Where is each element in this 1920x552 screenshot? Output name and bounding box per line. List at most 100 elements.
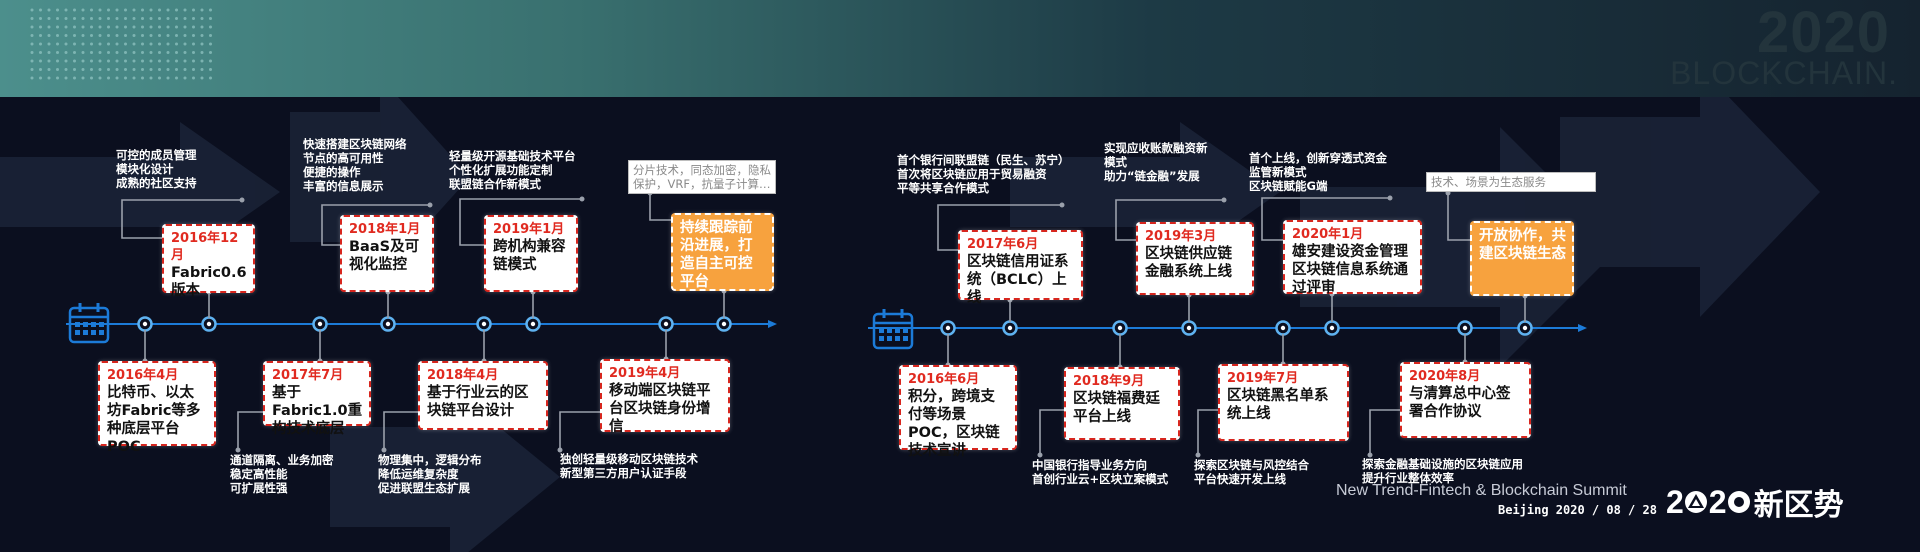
- dot: [115, 59, 119, 63]
- dot: [209, 76, 212, 80]
- timeline-node-core: [1117, 325, 1123, 331]
- dot: [107, 17, 110, 20]
- dot: [47, 25, 51, 29]
- milestone-2019-04: 2019年4月 移动端区块链平台区块链身份增信: [600, 359, 730, 435]
- dot: [183, 59, 187, 63]
- dot: [192, 68, 195, 71]
- connector-end: [579, 196, 585, 202]
- dot: [115, 34, 119, 37]
- dot: [81, 59, 85, 63]
- note-receivables: 实现应收账款融资新 模式 助力“链金融”发展: [1104, 141, 1208, 183]
- dot: [166, 59, 170, 63]
- timeline-node-core: [1329, 325, 1335, 331]
- calendar-cell: [903, 336, 908, 341]
- milestone-2019-07: 2019年7月 区块链黑名单系统上线: [1218, 364, 1349, 441]
- dot: [175, 34, 178, 37]
- dot: [149, 59, 153, 63]
- calendar-cell: [75, 330, 80, 335]
- dot: [192, 76, 195, 80]
- milestone-date: 2018年1月: [349, 222, 421, 237]
- milestone-text: 积分，跨境支付等场景POC，区块链技术宣讲: [908, 389, 1000, 459]
- calendar-cell: [91, 322, 96, 327]
- dot: [192, 59, 195, 63]
- dot: [149, 25, 153, 29]
- dot: [64, 17, 68, 20]
- connector-line: [1447, 193, 1470, 241]
- timeline-node-core: [1462, 325, 1468, 331]
- dot: [115, 25, 119, 29]
- dot: [132, 25, 136, 29]
- dot: [64, 76, 68, 80]
- calendar-cell: [895, 328, 900, 333]
- dot: [132, 8, 136, 12]
- dot: [107, 34, 110, 37]
- dot: [149, 51, 153, 54]
- dot: [183, 68, 187, 71]
- connector-end: [381, 447, 387, 453]
- dot: [141, 25, 144, 29]
- connector-end: [1367, 452, 1373, 458]
- dot: [73, 8, 76, 12]
- dot: [56, 25, 59, 29]
- note-mobile: 独创轻量级移动区块链技术 新型第三方用户认证手段: [560, 452, 698, 480]
- dot: [158, 17, 161, 20]
- dot: [98, 34, 102, 37]
- milestone-date: 2019年1月: [493, 222, 565, 237]
- connector-end: [427, 202, 433, 208]
- dot: [149, 68, 153, 71]
- connector-end: [1059, 202, 1065, 208]
- dot: [200, 76, 204, 80]
- dot: [39, 8, 42, 12]
- brand-logo: 2 2 新区势: [1666, 480, 1844, 524]
- dot: [73, 51, 76, 54]
- dot: [30, 17, 34, 20]
- connector-end: [235, 447, 241, 453]
- dot: [149, 34, 153, 37]
- milestone-text: 跨机构兼容链模式: [493, 239, 566, 273]
- note-channel: 通道隔离、业务加密 稳定高性能 可扩展性强: [230, 453, 334, 495]
- dot: [200, 17, 204, 20]
- dot: [107, 51, 110, 54]
- dot: [73, 68, 76, 71]
- dot: [98, 25, 102, 29]
- dot: [158, 68, 161, 71]
- milestone-2017-07: 2017年7月 基于Fabric1.0重构技术底层: [263, 361, 371, 437]
- dot: [209, 8, 212, 12]
- timeline-node-core: [1007, 325, 1013, 331]
- dot: [192, 51, 195, 54]
- calendar-cell: [887, 336, 892, 341]
- header-banner: [0, 0, 1920, 97]
- dot: [183, 51, 187, 54]
- dot: [73, 34, 76, 37]
- calendar-cell: [887, 328, 892, 333]
- dot: [124, 59, 127, 63]
- dot: [192, 8, 195, 12]
- timeline-node-core: [142, 321, 148, 327]
- dot-grid-icon: [30, 8, 212, 80]
- milestone-text: 开放协作，共建区块链生态: [1479, 228, 1566, 262]
- dot: [115, 8, 119, 12]
- milestone-text: Fabric0.6版本: [171, 265, 247, 299]
- milestone-2016-12: 2016年12月 Fabric0.6版本: [162, 224, 255, 299]
- connector-end: [239, 197, 245, 203]
- note-infrastructure: 探索金融基础设施的区块链应用 提升行业整体效率: [1362, 457, 1523, 485]
- milestone-text: 与清算总中心签署合作协议: [1409, 386, 1511, 420]
- dot: [107, 68, 110, 71]
- dot: [124, 76, 127, 80]
- dot: [98, 59, 102, 63]
- dot: [90, 25, 93, 29]
- dot: [183, 42, 187, 46]
- dot: [39, 42, 42, 46]
- dot: [81, 8, 85, 12]
- dot: [56, 51, 59, 54]
- dot: [47, 8, 51, 12]
- timeline-node-core: [1280, 325, 1286, 331]
- note-interbank: 首个银行间联盟链（民生、苏宁） 首次将区块链应用于贸易融资 平等共享合作模式: [897, 153, 1070, 195]
- dot: [64, 34, 68, 37]
- calendar-cell: [879, 336, 884, 341]
- logo-text: 新区势: [1753, 488, 1844, 523]
- dot: [30, 42, 34, 46]
- dot: [107, 25, 110, 29]
- arrow-right-icon: [768, 320, 777, 328]
